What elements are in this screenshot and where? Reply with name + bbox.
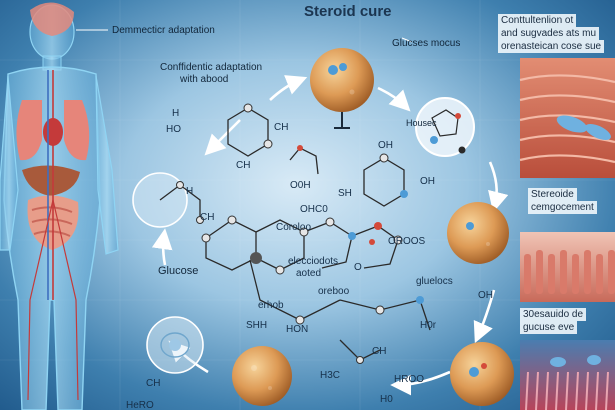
tissue-panel-muscle [519, 58, 615, 178]
atom-label: CH [146, 378, 161, 389]
atom-label: O0H [290, 180, 311, 191]
atom-label: H0 [380, 394, 393, 405]
label-glucose: Glucose [158, 265, 199, 277]
label-glucose-mocus: Glucses mocus [392, 38, 461, 49]
atom-label: Coroloo [276, 222, 312, 233]
atom-label: HeRO [126, 400, 154, 410]
atom-label: CH [236, 160, 251, 171]
atom-label: H [172, 108, 180, 119]
atom-label: oreboo [318, 286, 350, 297]
atom-label: H [186, 186, 194, 197]
atom-label: CH [200, 212, 215, 223]
atom-label: aoted [296, 268, 322, 279]
atom-label: OHC0 [300, 204, 328, 215]
label-top-left: Demmecticr adaptation [112, 25, 215, 36]
atom-label: HON [286, 324, 309, 335]
leader-line [401, 37, 413, 43]
cell-spheres [232, 48, 514, 406]
tissue-panel-cilia [520, 340, 615, 410]
atom-label: SH [338, 188, 352, 199]
panel-caption-line: 30esauido de [520, 308, 587, 321]
atom-label: OH [378, 140, 393, 151]
atom-label: OROOS [388, 236, 426, 247]
panel-caption-line: orenasteican cose sue [498, 40, 605, 53]
atom-label: gluelocs [416, 276, 453, 287]
label-mid-left-1: Conffidentic adaptation [160, 62, 263, 73]
diagram-title: Steroid cure [304, 3, 392, 20]
panel-caption-line: Stereoide [528, 188, 577, 201]
panel-caption-line: gucuse eve [520, 321, 578, 334]
label-mid-left-2: with abood [180, 74, 229, 85]
panel-caption-line: Conttultenlion ot [498, 14, 577, 27]
panel-caption-line: and sugvades ats mu [498, 27, 600, 40]
magnifier-circles [132, 97, 475, 374]
tissue-panel-villi [520, 232, 615, 302]
atom-label: erhob [258, 300, 284, 311]
atom-label: elecciodots [288, 256, 339, 267]
atom-label: HROO [394, 374, 424, 385]
atom-label: HO [166, 124, 181, 135]
atom-label: H3C [320, 370, 341, 381]
atom-label: H0r [420, 320, 437, 331]
atom-label: O [354, 262, 362, 273]
atom-label: OH [478, 290, 493, 301]
atom-label: CH [372, 346, 387, 357]
panel-caption-line: cemgocement [528, 201, 597, 214]
atom-label: SHH [246, 320, 268, 331]
atom-label: OH [420, 176, 435, 187]
human-body-figure [0, 2, 119, 410]
label-housec: Housec [406, 118, 437, 128]
atom-label: CH [274, 122, 289, 133]
molecule-atoms [176, 103, 424, 364]
